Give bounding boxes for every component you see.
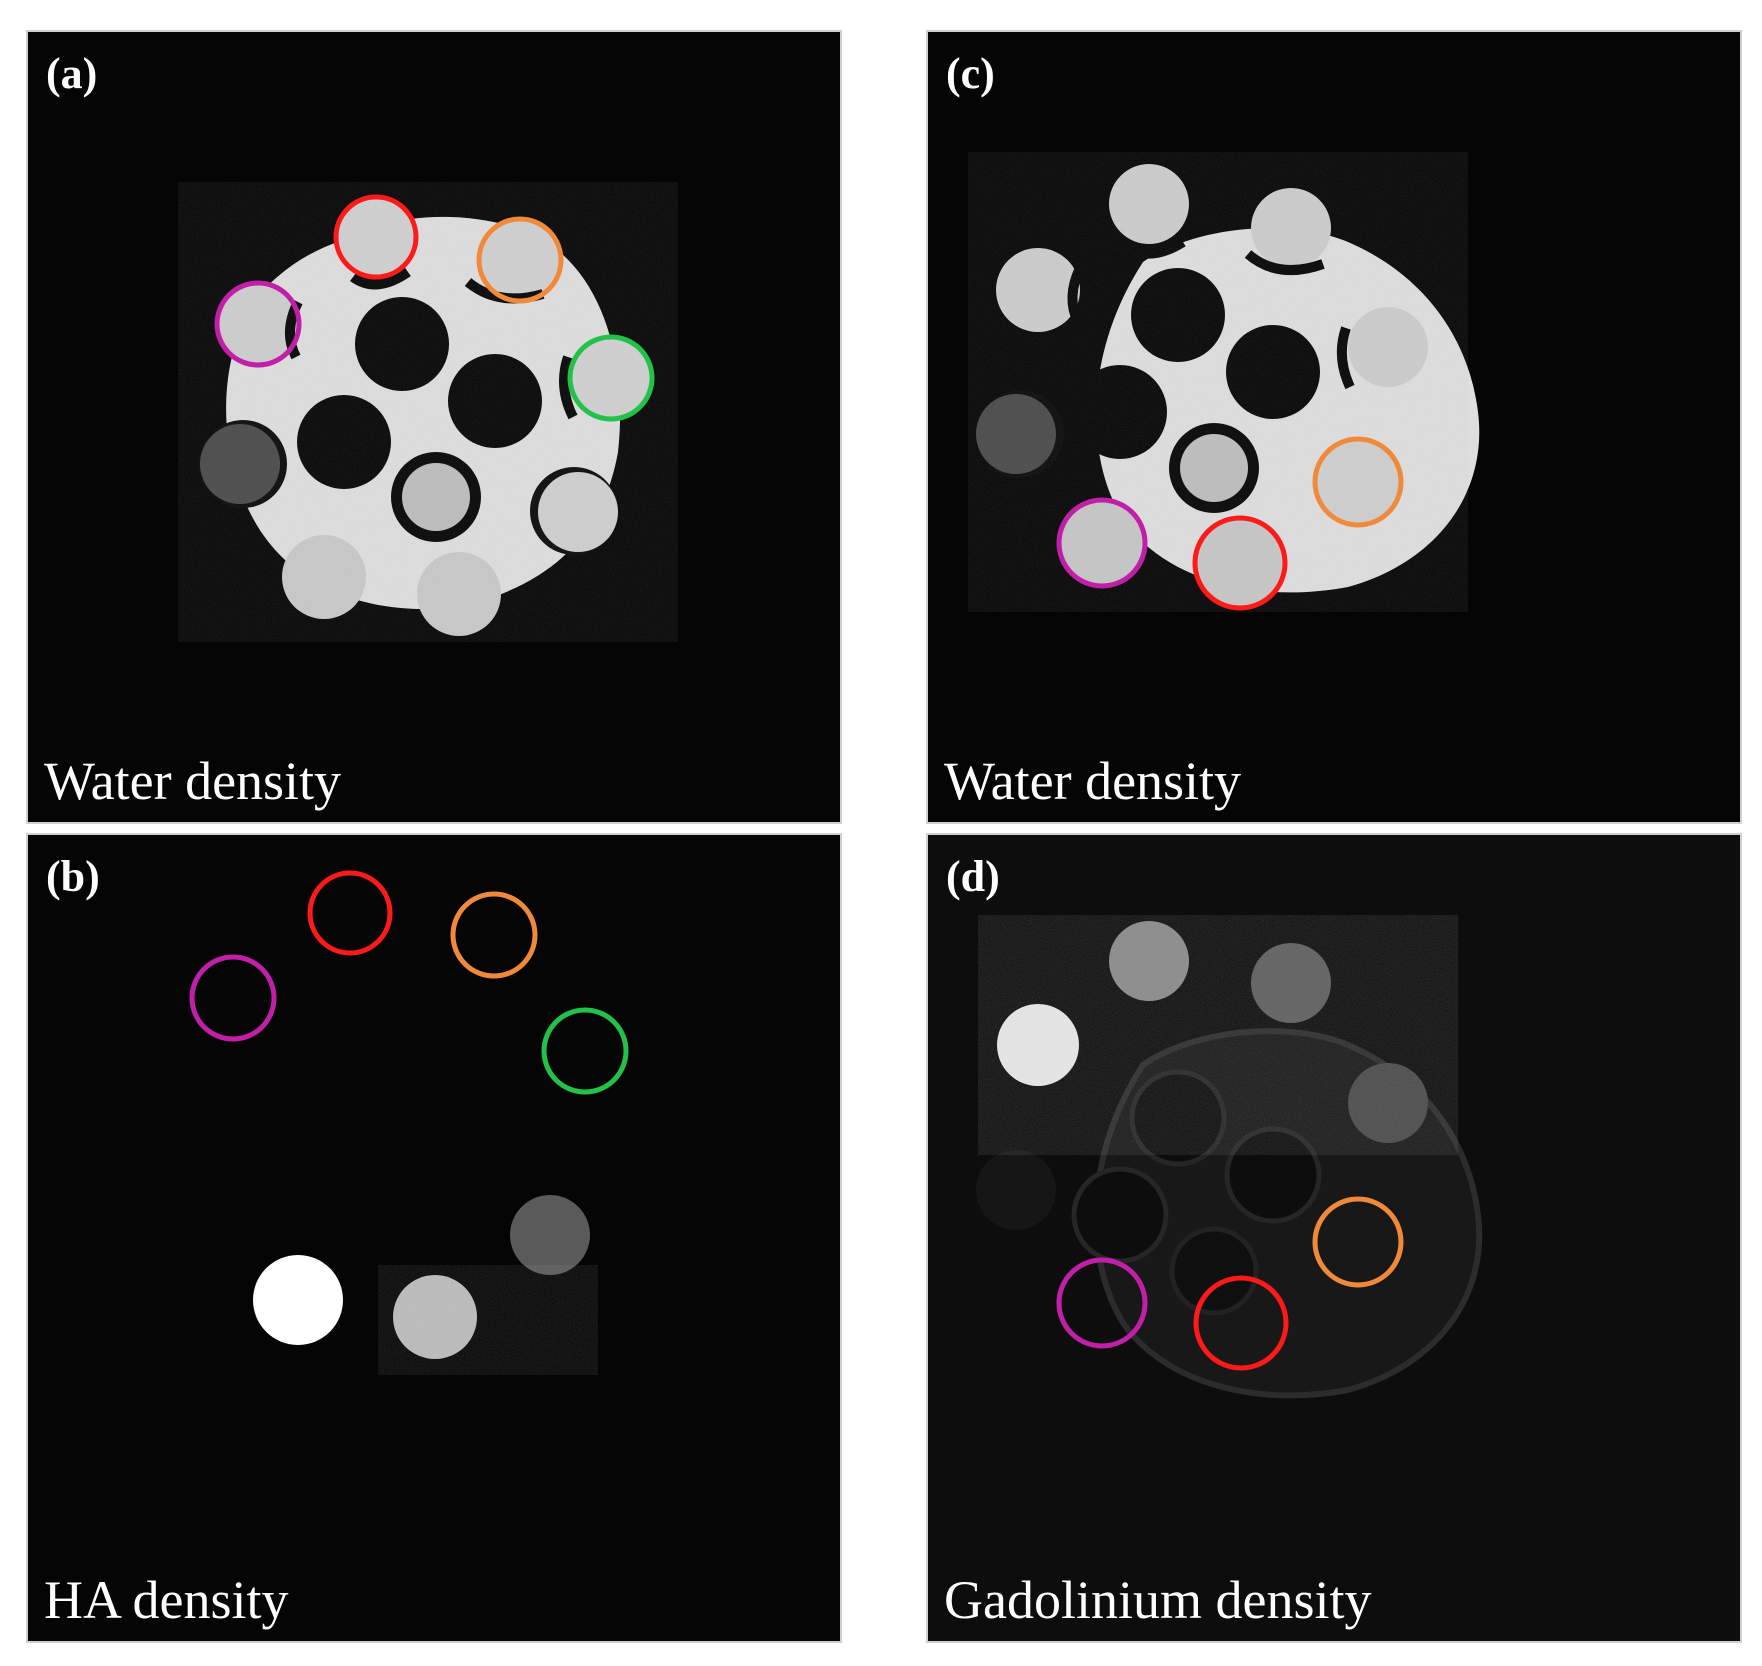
roi-red xyxy=(307,870,393,956)
panel-label: (c) xyxy=(946,49,995,98)
roi-magenta xyxy=(1056,497,1148,589)
panel-label: (a) xyxy=(46,49,98,98)
roi-magenta xyxy=(189,954,277,1042)
roi-green xyxy=(567,334,655,422)
panel-caption: HA density xyxy=(44,1570,289,1630)
panel-label: (b) xyxy=(46,852,100,901)
phantom-image-c xyxy=(968,152,1480,612)
panel-b-ha-density: (b) HA density xyxy=(26,833,842,1643)
panel-caption: Gadolinium density xyxy=(944,1570,1372,1630)
phantom-image-a xyxy=(178,182,678,642)
roi-magenta xyxy=(1056,1257,1148,1349)
panel-a-water-density: (a) Water density xyxy=(26,30,842,824)
insert xyxy=(510,1195,590,1275)
insert-bright xyxy=(253,1255,343,1345)
roi-red xyxy=(1193,1275,1289,1371)
panel-d-gadolinium-density: (d) Gadolinium density xyxy=(926,833,1742,1643)
roi-red xyxy=(333,194,419,280)
panel-caption: Water density xyxy=(44,751,342,811)
roi-orange xyxy=(1312,1196,1404,1288)
panel-label: (d) xyxy=(946,852,1000,901)
roi-magenta xyxy=(214,280,302,368)
phantom-image-b xyxy=(189,870,629,1375)
panel-c-water-density: (c) Water density xyxy=(926,30,1742,824)
roi-orange xyxy=(476,216,564,304)
roi-red xyxy=(1192,515,1288,611)
phantom-image-d xyxy=(976,915,1483,1399)
roi-green xyxy=(541,1007,629,1095)
roi-orange xyxy=(450,891,538,979)
roi-orange xyxy=(1312,436,1404,528)
insert xyxy=(976,1150,1056,1230)
panel-caption: Water density xyxy=(944,751,1242,811)
